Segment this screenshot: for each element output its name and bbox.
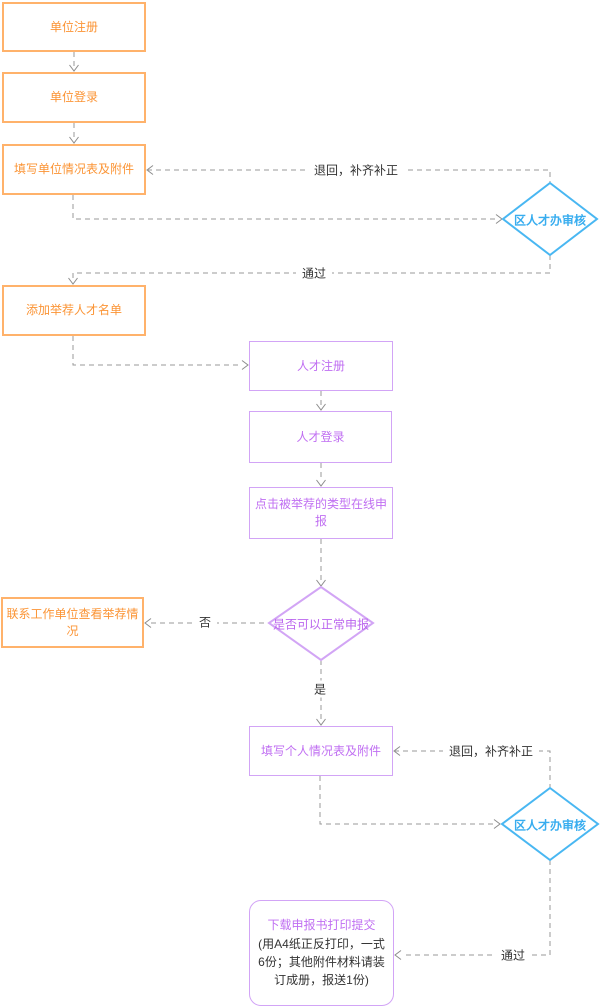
decision-can-apply-shape <box>267 585 375 662</box>
node-add-talents-label: 添加举荐人才名单 <box>25 303 122 317</box>
node-unit-register: 单位注册 <box>2 2 146 52</box>
node-talent-login-label: 人才登录 <box>296 429 345 444</box>
edge-label-pass-personal: 通过 <box>494 946 532 964</box>
node-click-apply-label: 点击被举荐的类型在线申报 <box>254 497 387 528</box>
decision-review-personal-label: 区人才办审核 <box>513 818 587 833</box>
node-click-apply: 点击被举荐的类型在线申报 <box>249 487 393 539</box>
node-talent-login: 人才登录 <box>249 411 392 463</box>
edge-unit-register-to-unit-login <box>69 52 79 72</box>
edge-talent-register-to-talent-login <box>316 391 326 411</box>
node-unit-login-label: 单位登录 <box>49 90 98 104</box>
decision-review-unit-label: 区人才办审核 <box>513 213 587 228</box>
edge-personal-form-to-review-personal <box>319 776 501 829</box>
edge-label-no: 否 <box>192 613 218 631</box>
edge-review-unit-return-to-unit-form <box>146 165 551 182</box>
edge-click-apply-to-can-apply <box>316 539 326 587</box>
decision-review-unit-shape <box>501 181 599 257</box>
edge-label-pass-unit: 通过 <box>295 264 333 282</box>
edge-unit-login-to-unit-form <box>69 123 79 144</box>
node-personal-form-label: 填写个人情况表及附件 <box>260 743 381 758</box>
node-contact-unit-label: 联系工作单位查看举荐情况 <box>6 606 139 638</box>
decision-review-personal-shape <box>500 786 600 862</box>
edge-label-return-fix-unit: 退回，补齐补正 <box>307 161 405 179</box>
node-talent-register: 人才注册 <box>249 341 393 391</box>
edge-add-talents-to-talent-register <box>72 336 249 370</box>
node-download-submit-title: 下载申报书打印提交 <box>267 918 376 932</box>
node-download-submit-note: (用A4纸正反打印，一式6份；其他附件材料请装订成册，报送1份) <box>258 937 385 987</box>
edge-unit-form-to-review-unit <box>72 195 503 224</box>
edge-label-yes: 是 <box>307 680 333 698</box>
node-talent-register-label: 人才注册 <box>296 358 345 373</box>
node-unit-login: 单位登录 <box>2 72 146 123</box>
node-contact-unit: 联系工作单位查看举荐情况 <box>1 597 144 648</box>
decision-can-apply-label: 是否可以正常申报 <box>272 617 370 632</box>
node-add-talents: 添加举荐人才名单 <box>2 285 146 336</box>
node-personal-form: 填写个人情况表及附件 <box>249 726 393 776</box>
node-unit-form-label: 填写单位情况表及附件 <box>13 162 134 176</box>
edge-label-return-fix-personal: 退回，补齐补正 <box>442 742 540 760</box>
edge-review-personal-pass-to-download <box>394 860 551 960</box>
edge-review-personal-return-to-personal-form <box>393 746 551 787</box>
node-download-submit: 下载申报书打印提交 (用A4纸正反打印，一式6份；其他附件材料请装订成册，报送1… <box>249 900 394 1006</box>
node-unit-register-label: 单位注册 <box>49 19 98 34</box>
node-unit-form: 填写单位情况表及附件 <box>2 144 146 195</box>
edge-talent-login-to-click-apply <box>316 463 326 487</box>
